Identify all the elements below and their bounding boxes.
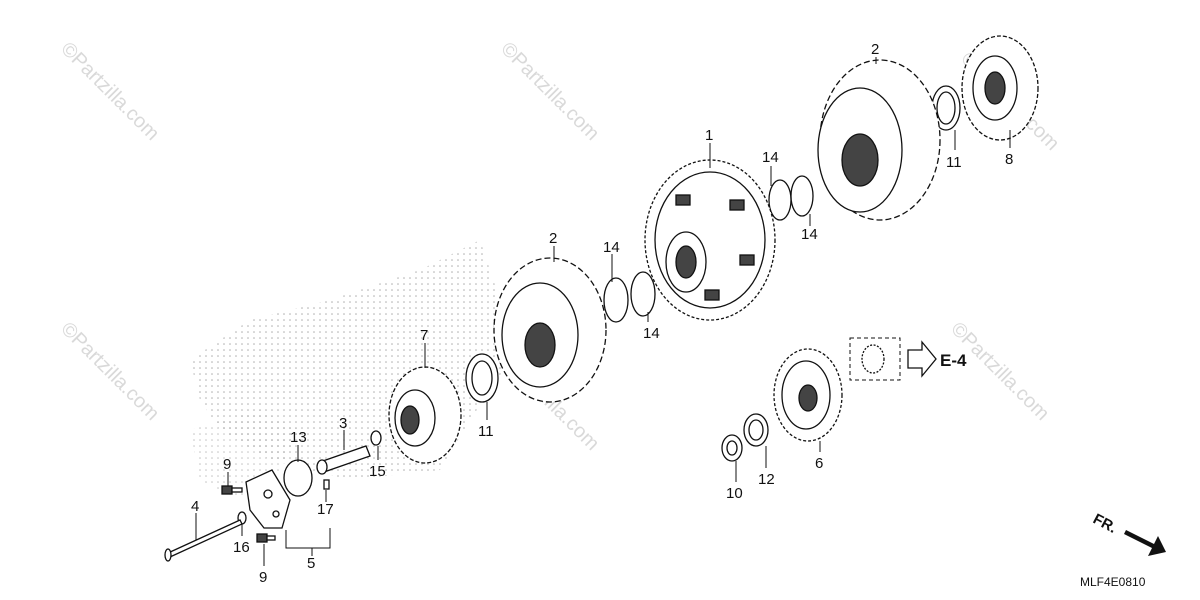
callout-11-lower: 11 [478, 423, 494, 440]
part-11-washer-lower [465, 353, 499, 403]
engine-case-silhouette-lower [190, 410, 300, 500]
callout-14-a: 14 [762, 149, 779, 166]
front-arrow-icon [1124, 530, 1166, 556]
part-6-gear [773, 348, 843, 442]
part-15-circlip [370, 430, 382, 446]
part-8-gear [961, 35, 1039, 141]
callout-numbers: 1 2 2 3 4 5 6 7 8 9 9 10 11 11 12 13 14 … [191, 41, 1013, 586]
watermark: ©Partzilla.com [946, 318, 1053, 425]
part-13-o-ring [283, 459, 313, 497]
reference-label: E-4 [940, 351, 967, 370]
watermark: ©Partzilla.com [496, 38, 603, 145]
callout-7: 7 [420, 327, 428, 344]
callout-16: 16 [233, 539, 250, 556]
reference-e4-group: E-4 [849, 337, 967, 381]
part-1-primary-driven-gear [644, 159, 776, 321]
callout-12: 12 [758, 471, 775, 488]
part-14-ring [603, 277, 629, 323]
part-10-washer [721, 434, 743, 462]
callout-5: 5 [307, 555, 315, 572]
callout-4: 4 [191, 498, 199, 515]
callout-10: 10 [726, 485, 743, 502]
drawing-code: MLF4E0810 [1080, 575, 1146, 589]
direction-label: FR. [1090, 511, 1119, 537]
callout-9-lower: 9 [259, 569, 267, 586]
part-5-cover [245, 469, 291, 529]
callout-14-d: 14 [643, 325, 660, 342]
part-14-ring [768, 179, 792, 221]
part-17-dowel-pin [323, 479, 330, 490]
part-14-ring [630, 271, 656, 317]
callout-2-lower: 2 [549, 230, 557, 247]
part-7-gear [388, 366, 462, 464]
part-4-long-shaft [164, 519, 243, 562]
callout-15: 15 [369, 463, 386, 480]
watermark: ©Partzilla.com [56, 38, 163, 145]
watermark: ©Partzilla.com [56, 318, 163, 425]
callout-2-upper: 2 [871, 41, 879, 58]
leader-lines [195, 57, 1011, 566]
part-11-washer-upper [931, 85, 961, 131]
part-9-bolt-upper [221, 485, 243, 495]
callout-14-b: 14 [801, 226, 818, 243]
part-9-bolt-lower [256, 533, 276, 543]
callout-13: 13 [290, 429, 307, 446]
callout-11-upper: 11 [946, 154, 962, 171]
part-14-ring [790, 175, 814, 217]
part-3-shaft [316, 445, 371, 475]
callout-1: 1 [705, 127, 713, 144]
callout-17: 17 [317, 501, 334, 518]
callout-8: 8 [1005, 151, 1013, 168]
callout-3: 3 [339, 415, 347, 432]
callout-6: 6 [815, 455, 823, 472]
front-direction-indicator: FR. [1090, 511, 1166, 556]
callout-14-c: 14 [603, 239, 620, 256]
reference-box [849, 337, 901, 381]
part-2-clutch-outer-lower [493, 257, 607, 403]
callout-9-upper: 9 [223, 456, 231, 473]
part-12-washer [743, 413, 769, 447]
reference-arrow-icon [907, 340, 937, 378]
part-2-clutch-outer-upper [817, 59, 941, 221]
